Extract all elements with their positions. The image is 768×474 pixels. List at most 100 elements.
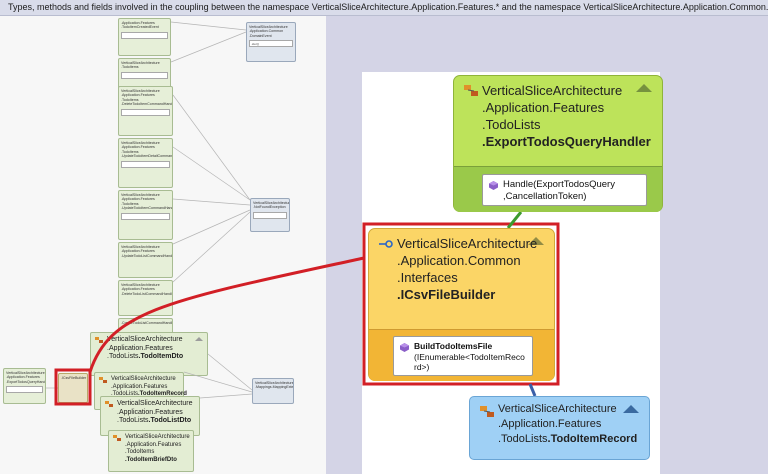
node-namespace-line: .Interfaces bbox=[397, 270, 458, 285]
node-type-name: .TodoItemDto bbox=[138, 353, 184, 360]
node-namespace-line: .TodoLists bbox=[498, 433, 548, 445]
collapse-arrow-icon[interactable] bbox=[195, 337, 203, 341]
mini-node-text: .NotFoundException bbox=[253, 205, 286, 210]
node-namespace-line: .Application.Features bbox=[125, 441, 182, 448]
mini-node-text: .TodoItemCreatedEvent bbox=[121, 25, 159, 30]
method-signature: rd>) bbox=[414, 362, 430, 372]
mini-node-member bbox=[6, 386, 43, 394]
mini-node-text: .UpdateTodoItemDetailCommandHandler bbox=[121, 154, 173, 159]
method-signature: ,CancellationToken) bbox=[503, 191, 587, 202]
node-icsvfilebuilder[interactable]: VerticalSliceArchitecture .Application.C… bbox=[368, 228, 555, 381]
node-namespace-line: VerticalSliceArchitecture bbox=[482, 83, 623, 98]
mini-node-text: VerticalSliceArchitecture bbox=[6, 371, 45, 375]
method-icon bbox=[489, 181, 498, 190]
node-namespace-line: .TodoLists bbox=[107, 353, 139, 360]
node-namespace-line: .Application.Features bbox=[117, 408, 183, 416]
node-namespace-line: .Application.Features bbox=[107, 344, 173, 352]
collapse-arrow-icon[interactable] bbox=[636, 84, 652, 92]
node-type-name: .ICsvFileBuilder bbox=[397, 287, 496, 302]
mini-node-text: .TodoItems bbox=[121, 149, 139, 154]
mini-node-todoitem-created-event[interactable]: .Application.Features .TodoItemCreatedEv… bbox=[118, 18, 171, 56]
node-namespace-line: VerticalSliceArchitecture bbox=[498, 403, 617, 415]
overview-pane[interactable]: .Application.Features .TodoItemCreatedEv… bbox=[0, 16, 326, 474]
diagram-title: Types, methods and fields involved in th… bbox=[8, 2, 768, 12]
mini-node-icsvfilebuilder-selected[interactable]: .ICsvFileBuilder bbox=[58, 373, 88, 403]
node-header: VerticalSliceArchitecture .Application.F… bbox=[454, 76, 662, 150]
method-signature: (IEnumerable<TodoItemReco bbox=[414, 351, 525, 362]
node-namespace-line: .TodoLists bbox=[111, 391, 139, 397]
mini-node-text: .DeleteTodoItemCommandHandler bbox=[121, 102, 173, 107]
collapse-arrow-icon[interactable] bbox=[623, 405, 639, 413]
diagram-title-bar: Types, methods and fields involved in th… bbox=[0, 0, 768, 16]
mini-node-text: .TodoItems bbox=[121, 65, 139, 70]
mini-node-text: VerticalSliceArchitecture bbox=[121, 61, 160, 65]
mini-node-text: VerticalSliceArchitecture bbox=[121, 141, 160, 145]
mini-node-text: .UpdateTodoItemCommandHandler bbox=[121, 206, 173, 211]
mini-node-text: .TodoItems bbox=[121, 97, 139, 102]
class-icon bbox=[464, 84, 478, 96]
mini-node-text: .TodoItems bbox=[121, 201, 139, 206]
node-type-name: .TodoItemBriefDto bbox=[125, 456, 177, 463]
node-type-name: .TodoItemRecord bbox=[547, 433, 638, 445]
node-todolistdto[interactable]: VerticalSliceArchitecture .Application.F… bbox=[100, 396, 200, 436]
collapse-arrow-icon[interactable] bbox=[528, 237, 544, 245]
node-namespace-line: VerticalSliceArchitecture bbox=[397, 236, 538, 251]
mini-node-text: VerticalSliceArchitecture bbox=[255, 381, 294, 385]
mini-node-text: .Application.Features bbox=[121, 197, 155, 202]
mini-node-text: .Application.Features bbox=[121, 249, 155, 254]
mini-node-text: .Mappings.MappingExtensions bbox=[255, 385, 294, 390]
node-todoitemrecord[interactable]: VerticalSliceArchitecture .Application.F… bbox=[469, 396, 650, 460]
mini-node-mapping-extensions[interactable]: VerticalSliceArchitecture .Mappings.Mapp… bbox=[252, 378, 294, 404]
class-icon bbox=[99, 377, 107, 384]
class-icon bbox=[105, 401, 113, 408]
mini-node-member bbox=[121, 31, 168, 39]
node-todoitembriefdto[interactable]: VerticalSliceArchitecture .Application.F… bbox=[108, 430, 194, 472]
mini-node-text: VerticalSliceArchitecture bbox=[121, 89, 160, 93]
node-namespace-line: .TodoItems bbox=[125, 449, 155, 455]
node-export-todos-query-handler[interactable]: VerticalSliceArchitecture .Application.F… bbox=[453, 75, 663, 212]
class-icon bbox=[480, 405, 494, 417]
mini-node-text: .UpdateTodoListCommandHandler bbox=[121, 253, 173, 258]
mini-node-text: VerticalSliceArchitecture bbox=[121, 245, 160, 249]
node-namespace-line: VerticalSliceArchitecture bbox=[125, 434, 190, 440]
mini-node-text: .Application.Features bbox=[121, 145, 155, 150]
node-namespace-line: VerticalSliceArchitecture bbox=[117, 400, 193, 407]
mini-node-text: .Application.Features bbox=[121, 21, 155, 25]
mini-node-update-todoitem-detail-handler[interactable]: VerticalSliceArchitecture .Application.F… bbox=[118, 138, 173, 188]
mini-node-member bbox=[121, 108, 170, 116]
node-todoitemdto[interactable]: VerticalSliceArchitecture .Application.F… bbox=[90, 332, 208, 376]
mini-node-delete-todoitem-handler[interactable]: VerticalSliceArchitecture .Application.F… bbox=[118, 86, 173, 136]
mini-node-text: .Application.Features bbox=[121, 93, 155, 98]
node-header: VerticalSliceArchitecture .Application.F… bbox=[470, 397, 649, 447]
mini-node-text: .DeleteTodoListCommandHandler bbox=[121, 291, 173, 296]
node-namespace-line: .Application.Features bbox=[498, 418, 602, 430]
mini-node-update-todoitem-handler[interactable]: VerticalSliceArchitecture .Application.F… bbox=[118, 190, 173, 240]
node-namespace-line: .Application.Features bbox=[482, 100, 605, 115]
node-namespace-line: .Application.Features bbox=[111, 383, 168, 390]
mini-node-member bbox=[121, 160, 170, 168]
mini-node-update-todolist-handler[interactable]: VerticalSliceArchitecture .Application.F… bbox=[118, 242, 173, 278]
node-type-name: .ExportTodosQueryHandler bbox=[482, 134, 651, 149]
node-namespace-line: VerticalSliceArchitecture bbox=[111, 376, 176, 382]
mini-node-text: .Application.Features bbox=[6, 375, 40, 380]
node-namespace-line: .TodoLists bbox=[482, 117, 541, 132]
method-handle[interactable]: Handle(ExportTodosQuery ,CancellationTok… bbox=[482, 174, 647, 206]
mini-node-delete-todolist-handler[interactable]: VerticalSliceArchitecture .Application.F… bbox=[118, 280, 173, 316]
node-namespace-line: VerticalSliceArchitecture bbox=[107, 336, 183, 343]
mini-method-text: .ctor() bbox=[251, 42, 259, 47]
method-signature: BuildTodoItemsFile bbox=[414, 341, 493, 351]
mini-node-not-found-exception[interactable]: VerticalSliceArchitecture .NotFoundExcep… bbox=[250, 198, 290, 232]
method-build-todoitems-file[interactable]: BuildTodoItemsFile (IEnumerable<TodoItem… bbox=[393, 336, 533, 376]
class-icon bbox=[95, 337, 103, 344]
node-type-name: .TodoItemRecord bbox=[138, 391, 187, 397]
mini-node-text: .DomainEvent bbox=[249, 33, 272, 38]
mini-node-member bbox=[121, 71, 168, 79]
method-signature: Handle(ExportTodosQuery bbox=[503, 179, 615, 190]
mini-node-text: VerticalSliceArchitecture bbox=[253, 201, 290, 205]
mini-node-text: .ExportTodosQueryHandler bbox=[6, 379, 46, 384]
mini-node-domain-event[interactable]: VerticalSliceArchitecture .Application.C… bbox=[246, 22, 296, 62]
interface-icon bbox=[379, 237, 393, 249]
mini-node-text: VerticalSliceArchitecture bbox=[249, 25, 288, 29]
mini-node-text: .ICsvFileBuilder bbox=[61, 376, 87, 380]
mini-node-export-todos-handler[interactable]: VerticalSliceArchitecture .Application.F… bbox=[3, 368, 46, 404]
